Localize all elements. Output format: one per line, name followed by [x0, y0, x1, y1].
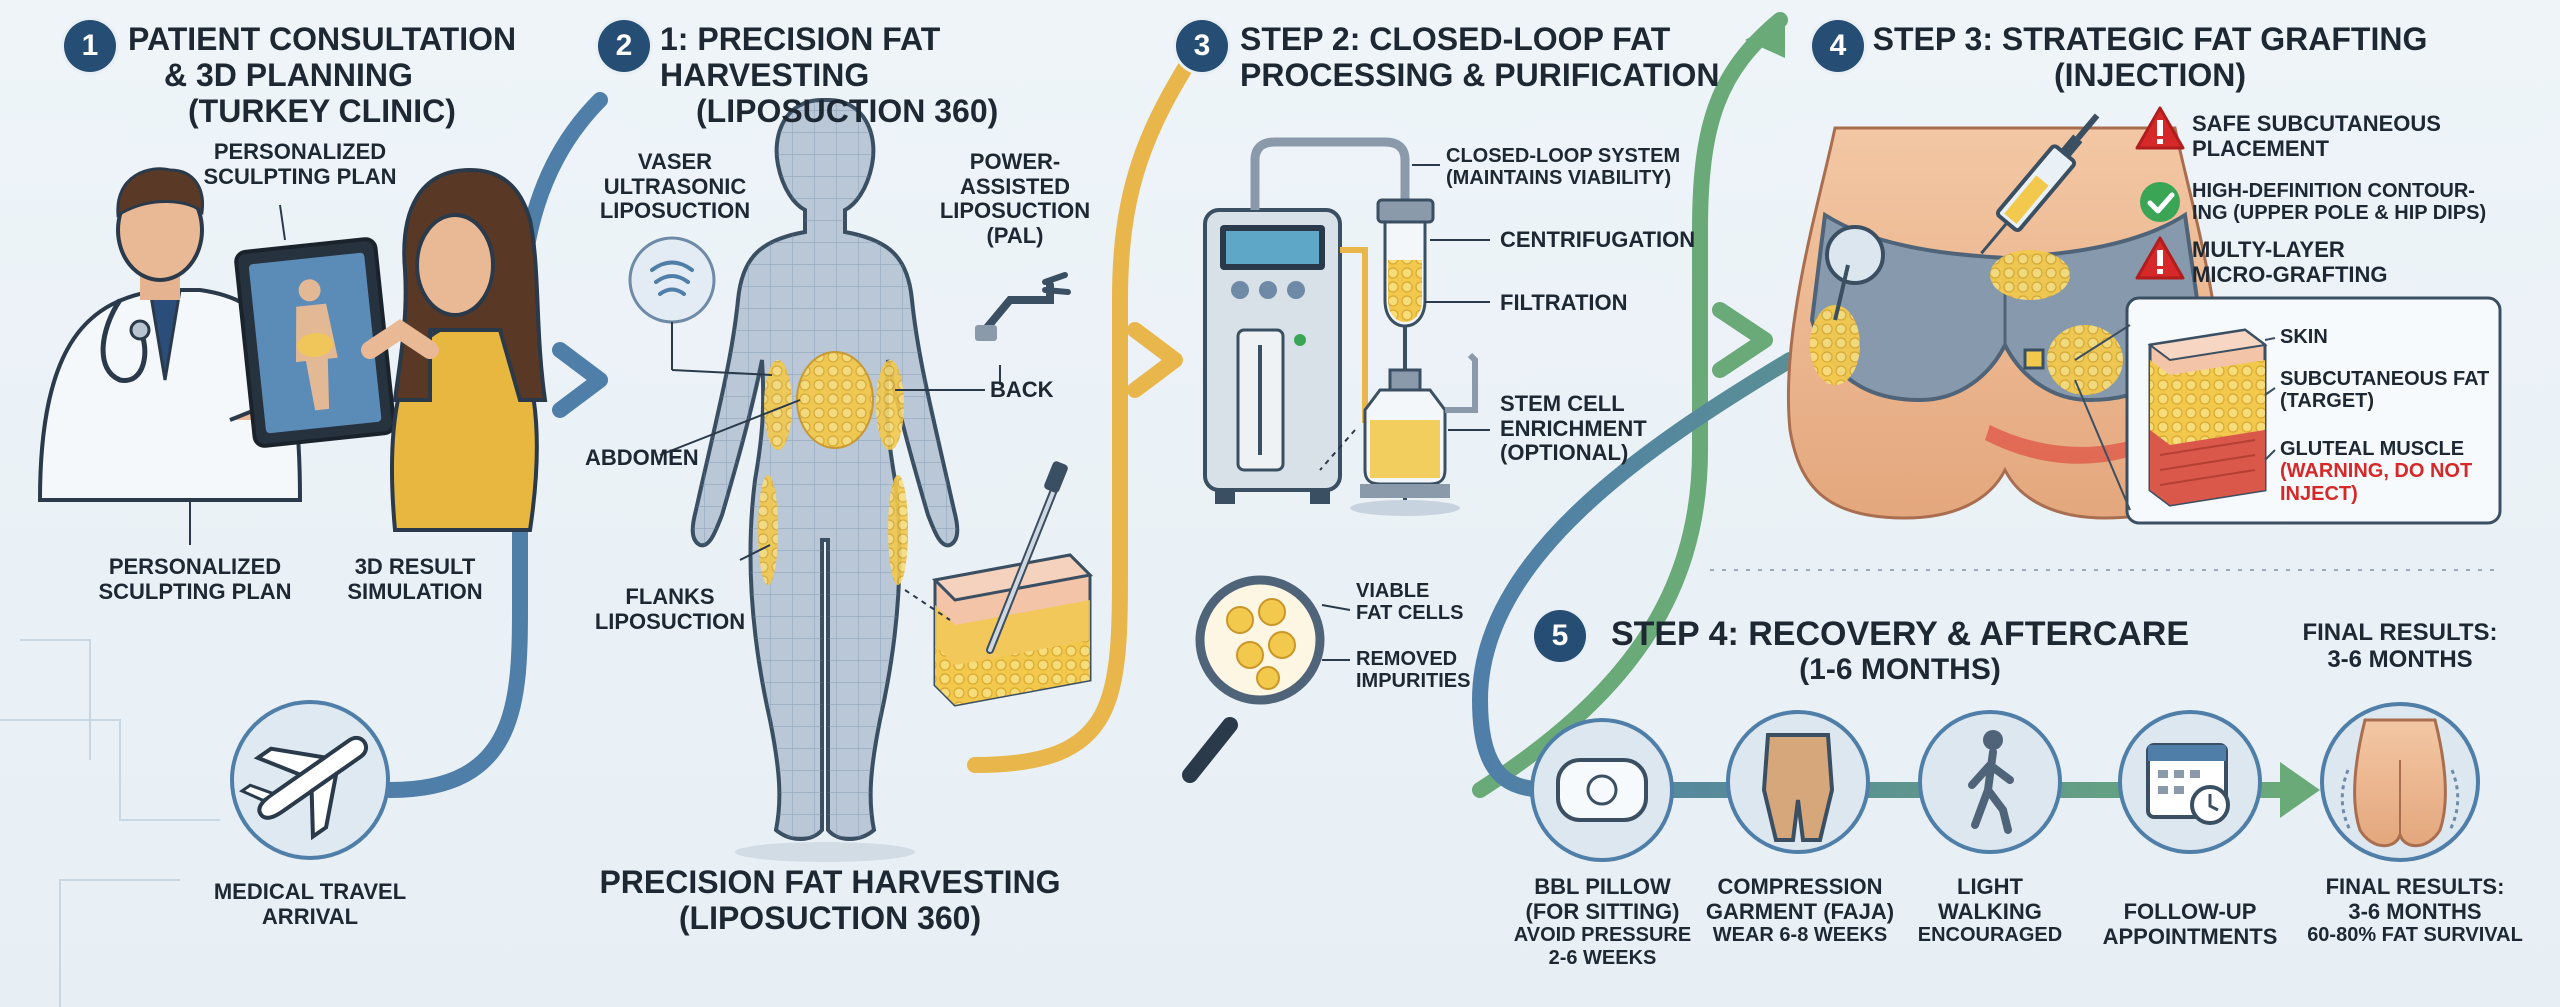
- stem-cell-label: Stem CellEnrichment(Optional): [1500, 391, 1647, 466]
- syringe-icon: [1980, 113, 2100, 255]
- magnifier-icon: [1182, 575, 1325, 783]
- subcutaneous-fat-label: Subcutaneous Fat(Target): [2280, 368, 2490, 413]
- step-5-title: Step 4: Recovery & Aftercare (1-6 Months…: [1610, 615, 2190, 687]
- sculpting-plan-tablet-label: PersonalizedSculpting Plan: [203, 139, 397, 189]
- tablet-device: [234, 237, 396, 448]
- recovery-item-walking: Light Walking Encouraged: [1917, 874, 2063, 947]
- step-3-badge: 3: [1176, 20, 1228, 72]
- walking-icon: [1918, 710, 2062, 854]
- centrifugation-label: Centrifugation: [1500, 227, 1696, 252]
- flanks-label: FlanksLiposuction: [594, 584, 746, 634]
- doctor-figure: [37, 167, 303, 502]
- abdomen-label: Abdomen: [585, 445, 699, 470]
- pal-label: Power-AssistedLiposuction(PAL): [939, 149, 1091, 248]
- processing-machine: [1203, 208, 1342, 504]
- compression-garment-icon: [1726, 710, 1870, 854]
- gluteal-illustration: [1786, 126, 2224, 520]
- recovery-item-followup: Follow-Up Appointments: [2102, 899, 2278, 949]
- calendar-icon: [2118, 710, 2262, 854]
- step-4-title: Step 3: Strategic Fat Grafting (Injectio…: [1872, 21, 2428, 93]
- patient-figure: [361, 167, 548, 532]
- vaser-label: VaserUltrasonicLiposuction: [599, 149, 751, 224]
- final-results-icon: [2320, 702, 2480, 862]
- airplane-icon: [230, 700, 390, 860]
- recovery-item-garment: Compression Garment (Faja) Wear 6-8 Week…: [1705, 874, 1895, 947]
- safe-placement-label: Safe SubcutaneousPlacement: [2192, 111, 2441, 161]
- flow-arrow-2-to-3: [967, 52, 1198, 773]
- 3d-simulation-label: 3D ResultSimulation: [347, 554, 483, 604]
- centrifuge-vessel: [1376, 198, 1435, 370]
- flow-arrow-3-to-4: [1472, 12, 1788, 798]
- pillow-icon: [1530, 718, 1674, 862]
- flow-arrow-1-to-2: [382, 92, 608, 798]
- body-mesh-figure: [690, 98, 960, 862]
- step-1-title: Patient Consultation & 3D Planning (Turk…: [128, 21, 517, 129]
- filtration-label: Filtration: [1500, 290, 1628, 315]
- sculpting-plan-label: PersonalizedSculpting Plan: [98, 554, 292, 604]
- warning-icon: [2135, 236, 2185, 280]
- step-5-badge: 5: [1534, 610, 1586, 662]
- stem-cell-flask: [1350, 352, 1478, 516]
- back-label: Back: [990, 377, 1054, 402]
- ultrasonic-icon: [628, 236, 716, 324]
- removed-impurities-label: RemovedImpurities: [1356, 648, 1471, 693]
- step-2-title: 1: Precision Fat Harvesting (Liposuction…: [660, 21, 999, 129]
- step-2-badge: 2: [598, 20, 650, 72]
- medical-travel-label: Medical TravelArrival: [213, 879, 407, 929]
- gluteal-muscle-label: Gluteal Muscle (Warning, Do Not Inject): [2280, 438, 2473, 505]
- step-3-title: Step 2: Closed-Loop Fat Processing & Pur…: [1240, 21, 1720, 93]
- step-1-badge: 1: [64, 20, 116, 72]
- skin-tissue-block: [931, 461, 1094, 707]
- final-results-heading: Final Results:3-6 Months: [2302, 619, 2498, 673]
- viable-fat-label: ViableFat Cells: [1356, 580, 1464, 625]
- background-circuit-lines: [0, 639, 220, 1007]
- tissue-layers-panel: [2074, 296, 2502, 525]
- flow-arrow-4-to-5: [1471, 352, 2320, 818]
- fat-harvesting-caption: Precision Fat Harvesting(Liposuction 360…: [599, 864, 1061, 936]
- hd-contouring-label: High-Definition Contour-ing (Upper Pole …: [2192, 180, 2487, 225]
- robotic-arm-icon: [975, 272, 1071, 341]
- micro-grafting-label: Multy-LayerMicro-Grafting: [2192, 237, 2388, 287]
- recovery-item-final: Final Results: 3-6 Months 60-80% Fat Sur…: [2307, 874, 2523, 947]
- skin-label: Skin: [2280, 326, 2328, 348]
- closed-loop-label: Closed-Loop System(Maintains Viability): [1446, 145, 1681, 190]
- step1-callout-lines: [189, 204, 286, 545]
- check-icon: [2140, 182, 2180, 222]
- recovery-item-pillow: BBL Pillow (For Sitting) Avoid Pressure …: [1513, 874, 1692, 969]
- warning-icon: [2135, 106, 2185, 150]
- step3-callout-lines: [1319, 164, 1490, 661]
- step2-callout-lines: [659, 322, 1001, 621]
- step-4-badge: 4: [1812, 20, 1864, 72]
